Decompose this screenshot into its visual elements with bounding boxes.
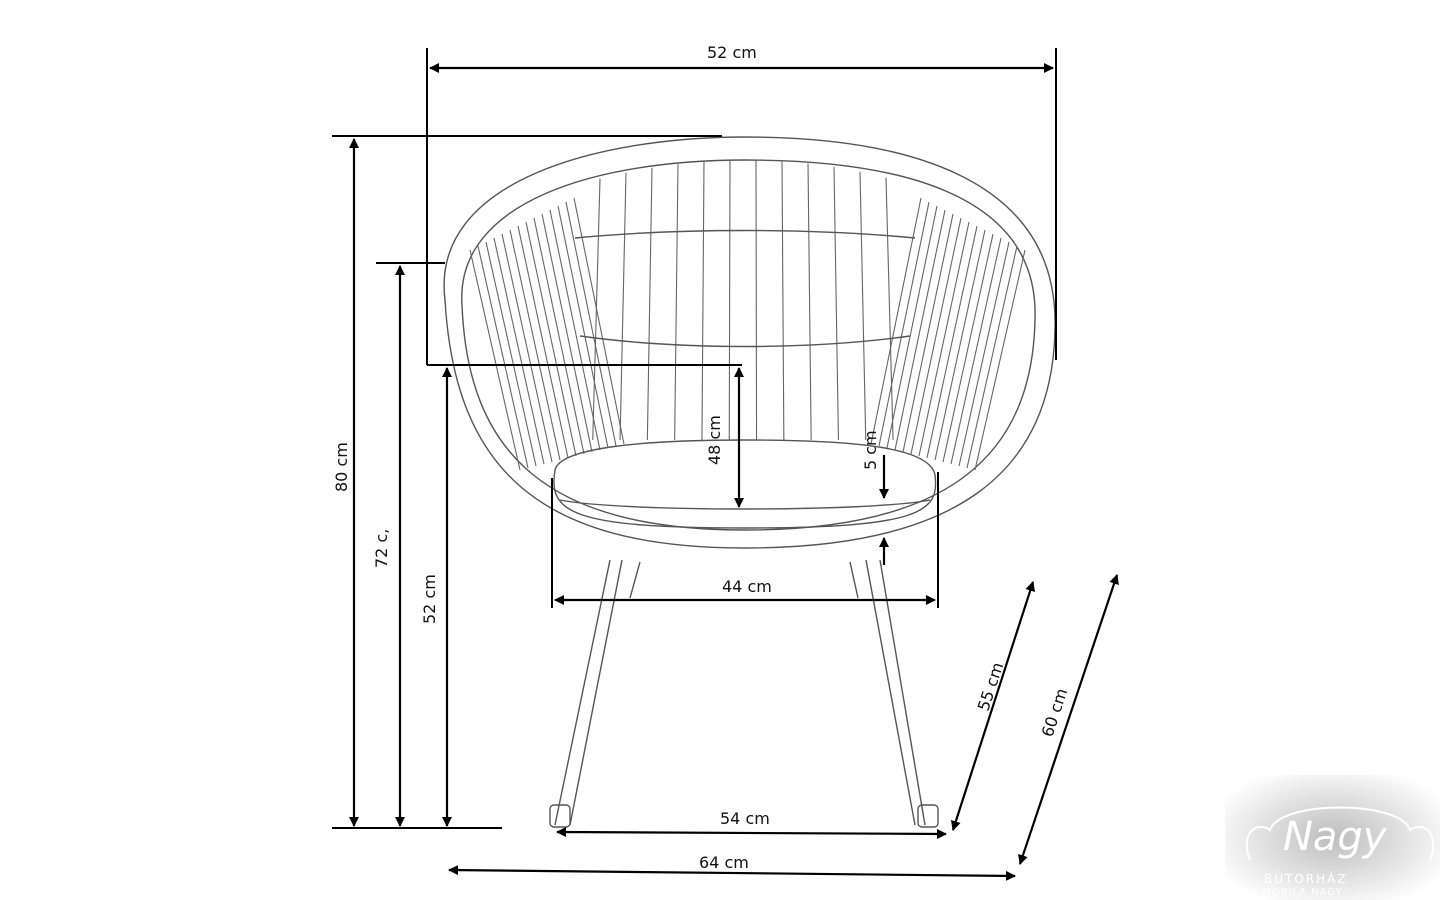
slat [833, 167, 839, 441]
nagy-logo: Nagy BÚTORHÁZ MOBILA NAGY [1225, 775, 1440, 900]
slat [646, 167, 653, 441]
seat-cushion [553, 439, 937, 529]
side-slat [894, 209, 946, 451]
label-cushion-thickness: 5 cm [861, 430, 880, 470]
slat [755, 160, 758, 441]
dimension-labels: 52 cm 80 cm 72 c, 52 cm 48 cm 5 cm 44 cm… [332, 43, 1071, 872]
slat [701, 161, 705, 441]
outer-shell [443, 136, 1056, 549]
side-slat [501, 233, 553, 463]
side-slat [573, 197, 625, 445]
side-slat [902, 213, 954, 453]
side-slat [910, 217, 962, 455]
side-slat [549, 209, 601, 451]
slat [674, 163, 679, 441]
slat [859, 171, 867, 441]
side-slat [477, 245, 529, 469]
extension-lines [332, 48, 1057, 829]
dimension-arrows [349, 63, 1119, 881]
label-base-width: 64 cm [699, 853, 749, 872]
side-slat [958, 241, 1010, 467]
side-slat [557, 205, 609, 449]
back-rail-2 [579, 335, 911, 348]
label-overall-width: 52 cm [707, 43, 757, 62]
side-slat [493, 237, 545, 465]
side-slat [918, 221, 970, 457]
label-leg-span: 54 cm [720, 809, 770, 828]
side-slat [565, 201, 617, 447]
inner-shell [461, 159, 1036, 531]
backrest-slats [469, 160, 1026, 471]
side-slat [485, 241, 537, 467]
label-seat-front-height: 52 cm [420, 574, 439, 624]
back-rail [574, 229, 916, 239]
side-slat [870, 197, 922, 445]
side-slat [541, 213, 593, 453]
label-overall-height: 80 cm [332, 442, 351, 492]
side-slat [950, 237, 1002, 465]
arrow-base-width [448, 865, 1016, 881]
cushion-seam [559, 499, 931, 510]
side-slat [942, 233, 994, 463]
side-slat [878, 201, 930, 447]
side-slat [966, 245, 1018, 469]
side-slat [934, 229, 986, 461]
side-slat [926, 225, 978, 459]
side-slat [509, 229, 561, 461]
label-armrest-height: 72 c, [372, 529, 391, 568]
arrow-overall-depth [1018, 574, 1119, 865]
side-slat [525, 221, 577, 457]
side-slat [974, 249, 1026, 471]
slat [728, 160, 731, 441]
side-slat [886, 205, 938, 449]
side-slat [533, 217, 585, 455]
slat [885, 177, 894, 441]
svg-text:Nagy: Nagy [1283, 814, 1388, 860]
slat [807, 163, 812, 441]
label-seat-depth: 55 cm [974, 660, 1007, 713]
label-overall-depth: 60 cm [1038, 686, 1071, 739]
label-seat-back-height: 48 cm [705, 415, 724, 465]
arrow-leg-span [556, 827, 947, 839]
svg-text:MOBILA NAGY: MOBILA NAGY [1262, 887, 1343, 898]
side-slat [517, 225, 569, 459]
label-seat-width: 44 cm [722, 577, 772, 596]
side-slat [469, 249, 521, 471]
svg-text:BÚTORHÁZ: BÚTORHÁZ [1264, 871, 1348, 886]
slat [619, 172, 627, 441]
slat [781, 161, 785, 441]
chair-drawing [443, 136, 1056, 828]
